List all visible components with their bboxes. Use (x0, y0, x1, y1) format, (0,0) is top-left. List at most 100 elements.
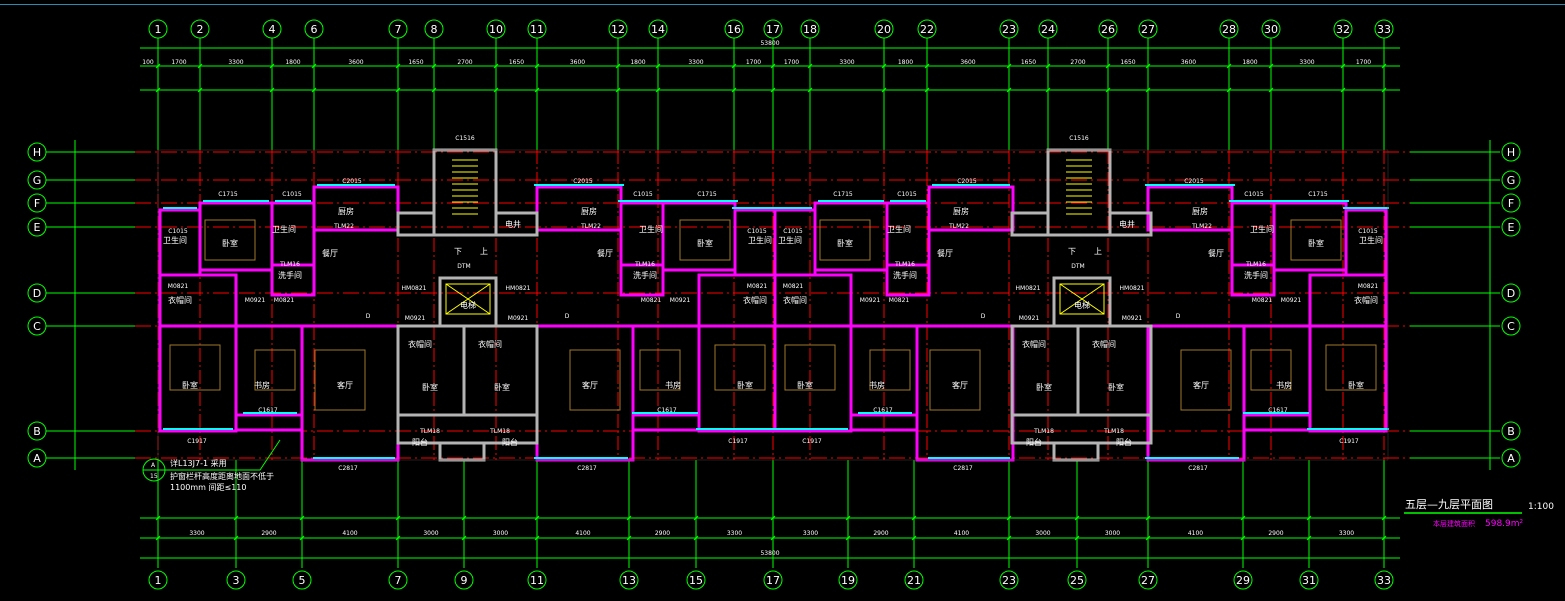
axis-bubble-bottom-circle[interactable] (686, 570, 706, 590)
room-label: 阳台 (502, 437, 518, 447)
axis-bubble-left-circle[interactable] (27, 170, 47, 190)
room-label: 厨房 (338, 206, 354, 216)
dimension-tick (911, 535, 917, 541)
axis-bubble-top-circle[interactable] (1038, 19, 1058, 39)
axis-bubble-top-circle[interactable] (1098, 19, 1118, 39)
axis-bubble-bottom-circle[interactable] (838, 570, 858, 590)
axis-bubble-bottom-circle[interactable] (226, 570, 246, 590)
axis-bubble-bottom-circle[interactable] (1067, 570, 1087, 590)
plan-tag: M0921 (405, 315, 426, 322)
dimension-tick (534, 515, 540, 521)
axis-bubble-bottom-circle[interactable] (454, 570, 474, 590)
axis-bubble-left-circle[interactable] (27, 421, 47, 441)
dimension-tick (395, 535, 401, 541)
plan-tag: M0921 (670, 297, 691, 304)
room-label: 衣帽间 (168, 295, 192, 305)
axis-bubble-bottom-label: 9 (461, 574, 468, 587)
axis-bubble-top-circle[interactable] (724, 19, 744, 39)
room-label: 衣帽间 (743, 295, 767, 305)
axis-bubble-top-circle[interactable] (763, 19, 783, 39)
axis-bubble-bottom-circle[interactable] (904, 570, 924, 590)
bottom-dimension-value: 3000 (1035, 530, 1050, 537)
axis-bubble-bottom-label: 27 (1141, 574, 1155, 587)
axis-bubble-top-label: 24 (1041, 23, 1055, 36)
axis-bubble-top-circle[interactable] (917, 19, 937, 39)
axis-bubble-bottom-circle[interactable] (1138, 570, 1158, 590)
plan-tag: M0921 (1281, 297, 1302, 304)
axis-bubble-top-circle[interactable] (424, 19, 444, 39)
axis-bubble-bottom-circle[interactable] (1299, 570, 1319, 590)
bottom-dimension-value: 3000 (1105, 530, 1120, 537)
furniture (1290, 219, 1342, 261)
axis-bubble-top-circle[interactable] (1261, 19, 1281, 39)
axis-bubble-top-circle[interactable] (388, 19, 408, 39)
dimension-tick (155, 535, 161, 541)
axis-bubble-right-label: A (1507, 452, 1515, 465)
axis-bubble-top-circle[interactable] (874, 19, 894, 39)
bottom-dimension-value: 3000 (423, 530, 438, 537)
axis-bubble-bottom-circle[interactable] (999, 570, 1019, 590)
axis-bubble-right-circle[interactable] (1501, 316, 1521, 336)
axis-bubble-bottom-circle[interactable] (1374, 570, 1394, 590)
axis-bubble-left-circle[interactable] (27, 283, 47, 303)
bottom-dimension-value: 3000 (493, 530, 508, 537)
axis-bubble-left-circle[interactable] (27, 193, 47, 213)
dimension-tick (233, 535, 239, 541)
axis-bubble-right-label: B (1507, 425, 1515, 438)
axis-bubble-top-circle[interactable] (1374, 19, 1394, 39)
axis-bubble-bottom-label: 33 (1377, 574, 1391, 587)
axis-bubble-top-circle[interactable] (1138, 19, 1158, 39)
axis-bubble-right-circle[interactable] (1501, 448, 1521, 468)
dimension-tick (1240, 515, 1246, 521)
axis-bubble-top-circle[interactable] (486, 19, 506, 39)
axis-bubble-top-circle[interactable] (1333, 19, 1353, 39)
room-label: 餐厅 (937, 249, 953, 258)
room-label: 卧室 (737, 380, 753, 390)
axis-bubble-right-circle[interactable] (1501, 142, 1521, 162)
dimension-tick (534, 87, 540, 93)
axis-bubble-top-circle[interactable] (999, 19, 1019, 39)
axis-bubble-bottom-circle[interactable] (763, 570, 783, 590)
plan-tag: C1015 (168, 228, 188, 235)
axis-bubble-top-circle[interactable] (190, 19, 210, 39)
window-top-border (0, 0, 1565, 5)
dimension-tick (233, 515, 239, 521)
axis-bubble-bottom-circle[interactable] (388, 570, 408, 590)
plan-tag: C2015 (957, 178, 977, 185)
axis-bubble-right-circle[interactable] (1501, 193, 1521, 213)
axis-bubble-top-circle[interactable] (800, 19, 820, 39)
axis-bubble-bottom-circle[interactable] (619, 570, 639, 590)
axis-bubble-top-circle[interactable] (304, 19, 324, 39)
axis-bubble-bottom-circle[interactable] (292, 570, 312, 590)
room-label: 衣帽间 (783, 295, 807, 305)
axis-bubble-bottom-label: 15 (689, 574, 703, 587)
furniture (1325, 344, 1377, 391)
axis-bubble-bottom-circle[interactable] (527, 570, 547, 590)
axis-bubble-top-label: 7 (395, 23, 402, 36)
dimension-tick (1268, 87, 1274, 93)
axis-bubble-right-circle[interactable] (1501, 170, 1521, 190)
plan-tag: C1715 (1308, 191, 1328, 198)
dimension-tick (155, 63, 161, 69)
axis-bubble-top-label: 33 (1377, 23, 1391, 36)
axis-bubble-top-circle[interactable] (608, 19, 628, 39)
axis-bubble-right-circle[interactable] (1501, 283, 1521, 303)
axis-bubble-left-circle[interactable] (27, 217, 47, 237)
plan-tag: C1617 (258, 407, 278, 414)
axis-bubble-top-circle[interactable] (648, 19, 668, 39)
axis-bubble-top-circle[interactable] (262, 19, 282, 39)
axis-bubble-right-circle[interactable] (1501, 217, 1521, 237)
axis-bubble-right-circle[interactable] (1501, 421, 1521, 441)
axis-bubble-top-circle[interactable] (527, 19, 547, 39)
axis-bubble-left-circle[interactable] (27, 316, 47, 336)
room-label: 卫生间 (778, 235, 802, 245)
axis-bubble-top-circle[interactable] (148, 19, 168, 39)
axis-bubble-bottom-circle[interactable] (1233, 570, 1253, 590)
axis-bubble-top-circle[interactable] (1219, 19, 1239, 39)
dimension-tick (1340, 63, 1346, 69)
room-label: 餐厅 (597, 249, 613, 258)
axis-bubble-left-circle[interactable] (27, 448, 47, 468)
axis-bubble-left-circle[interactable] (27, 142, 47, 162)
axis-bubble-bottom-circle[interactable] (148, 570, 168, 590)
